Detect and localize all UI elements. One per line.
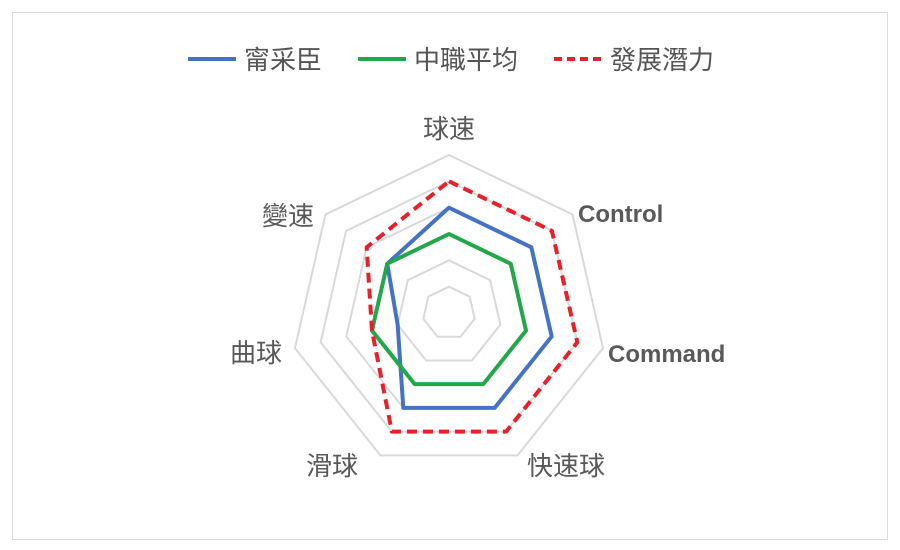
- legend-swatch: [357, 56, 406, 61]
- grid-ring: [396, 259, 502, 362]
- legend-swatch: [187, 56, 236, 61]
- chart-frame: [12, 12, 888, 540]
- axis-label: 滑球: [306, 452, 358, 482]
- series-line-0: [385, 205, 554, 410]
- legend-swatch: [554, 56, 602, 61]
- legend: 甯采臣 中職平均 發展潛力: [0, 40, 900, 77]
- legend-item-0: 甯采臣: [186, 40, 322, 77]
- legend-item-2: 發展潛力: [552, 40, 714, 77]
- axis-label: 變速: [262, 202, 314, 232]
- legend-item-1: 中職平均: [356, 40, 518, 77]
- series-line-1: [369, 232, 529, 387]
- axis-label: 球速: [423, 115, 475, 145]
- grid-ring: [422, 285, 476, 338]
- axis-label: Command: [608, 341, 725, 368]
- grid-ring: [319, 180, 579, 433]
- axis-label: Control: [578, 201, 663, 228]
- series-line-2: [364, 179, 580, 434]
- grid-ring: [293, 153, 605, 457]
- legend-label: 中職平均: [413, 46, 518, 76]
- axis-label: 快速球: [527, 452, 605, 482]
- legend-label: 甯采臣: [243, 46, 322, 76]
- legend-label: 發展潛力: [610, 46, 715, 76]
- axis-label: 曲球: [230, 339, 282, 369]
